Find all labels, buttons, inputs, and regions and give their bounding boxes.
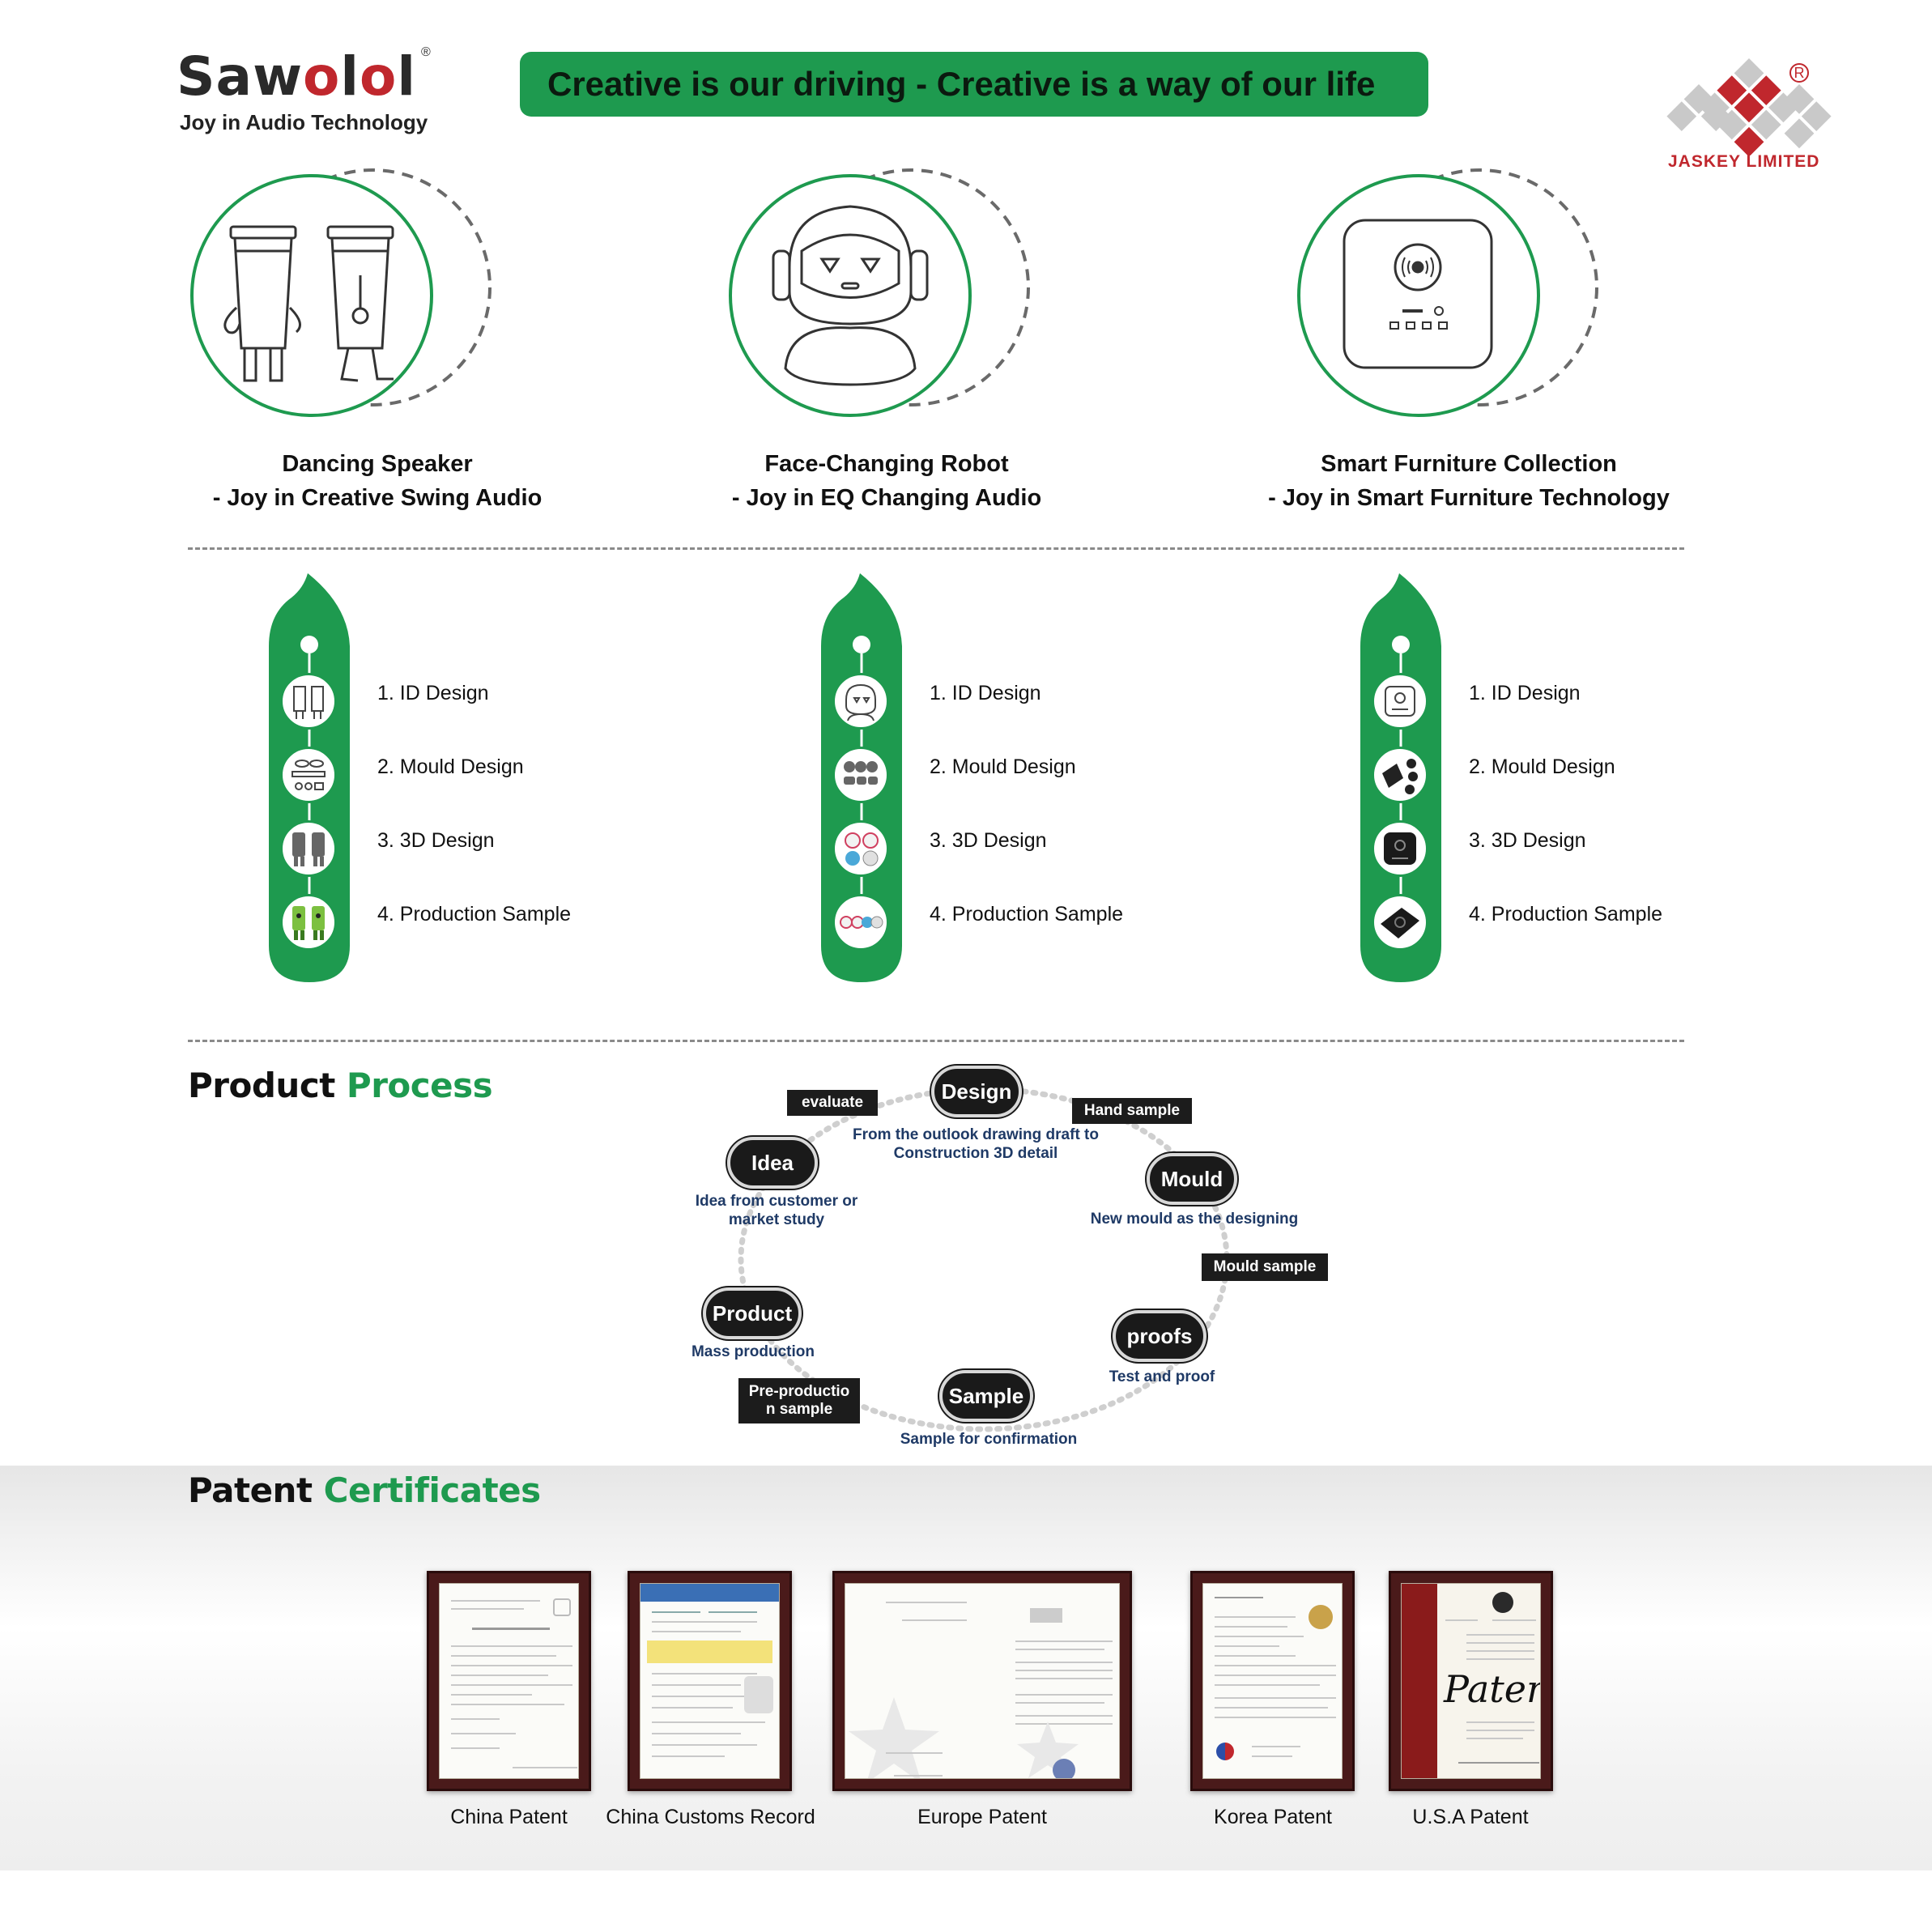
tag-hand-sample: Hand sample bbox=[1072, 1098, 1192, 1124]
certificate-paper bbox=[640, 1583, 780, 1779]
certificate-paper bbox=[845, 1583, 1120, 1779]
jaskey-registered-mark: R bbox=[1789, 63, 1809, 83]
sawolol-logo: Sawolol ® Joy in Audio Technology bbox=[177, 45, 444, 139]
stage-sample-desc: Sample for confirmation bbox=[900, 1431, 1078, 1448]
mould-design-thumbnail bbox=[832, 747, 889, 803]
tag-mould-sample: Mould sample bbox=[1202, 1253, 1328, 1281]
logo-tagline: Joy in Audio Technology bbox=[180, 110, 428, 134]
production-sample-thumbnail bbox=[832, 894, 889, 951]
product-caption-1: Dancing Speaker - Joy in Creative Swing … bbox=[134, 447, 620, 515]
korea-patent-label: Korea Patent bbox=[1214, 1806, 1332, 1828]
id-design-thumbnail bbox=[280, 673, 337, 730]
product-caption-2: Face-Changing Robot - Joy in EQ Changing… bbox=[644, 447, 1130, 515]
step-mould-design: 2. Mould Design bbox=[930, 755, 1076, 778]
product-subtitle: - Joy in EQ Changing Audio bbox=[731, 485, 1042, 511]
dev-steps-list-3: 1. ID Design 2. Mould Design 3. 3D Desig… bbox=[1469, 672, 1744, 947]
mould-design-thumbnail bbox=[1372, 747, 1428, 803]
certificate-paper bbox=[1202, 1583, 1343, 1779]
certificate-paper: Patent bbox=[1401, 1583, 1541, 1779]
certificate-paper bbox=[439, 1583, 579, 1779]
europe-patent-certificate bbox=[832, 1571, 1132, 1791]
stage-sample: Sample bbox=[939, 1370, 1033, 1422]
step-3d-design: 3. 3D Design bbox=[377, 829, 495, 852]
stage-product-desc: Mass production bbox=[691, 1343, 815, 1360]
europe-patent-label: Europe Patent bbox=[917, 1806, 1047, 1828]
usa-patent-label: U.S.A Patent bbox=[1412, 1806, 1529, 1828]
product-title: Dancing Speaker bbox=[282, 451, 473, 477]
china-patent-label: China Patent bbox=[450, 1806, 568, 1828]
stage-mould: Mould bbox=[1147, 1153, 1237, 1205]
jaskey-diamond-icon bbox=[1666, 58, 1832, 157]
product-caption-3: Smart Furniture Collection - Joy in Smar… bbox=[1226, 447, 1712, 515]
section-divider bbox=[188, 547, 1684, 550]
stage-design: Design bbox=[931, 1066, 1022, 1117]
stage-proofs-desc: Test and proof bbox=[1109, 1368, 1215, 1385]
step-3d-design: 3. 3D Design bbox=[930, 829, 1047, 852]
stage-proofs: proofs bbox=[1113, 1310, 1206, 1362]
product-dancing-speaker bbox=[186, 162, 526, 421]
korea-patent-certificate bbox=[1190, 1571, 1355, 1791]
heading-dark: Product bbox=[188, 1066, 335, 1105]
product-process-heading: Product Process bbox=[188, 1066, 493, 1105]
dev-steps-pill-2 bbox=[819, 573, 925, 994]
step-production-sample: 4. Production Sample bbox=[930, 903, 1124, 926]
step-id-design: 1. ID Design bbox=[377, 682, 489, 704]
slogan-banner: Creative is our driving - Creative is a … bbox=[520, 52, 1428, 117]
china-customs-certificate bbox=[628, 1571, 792, 1791]
product-subtitle: - Joy in Creative Swing Audio bbox=[212, 485, 543, 511]
step-production-sample: 4. Production Sample bbox=[1469, 903, 1663, 926]
step-production-sample: 4. Production Sample bbox=[377, 903, 572, 926]
step-id-design: 1. ID Design bbox=[1469, 682, 1581, 704]
dev-steps-pill-3 bbox=[1359, 573, 1464, 994]
product-title: Smart Furniture Collection bbox=[1321, 451, 1617, 477]
stage-product: Product bbox=[703, 1287, 802, 1339]
production-sample-thumbnail bbox=[280, 894, 337, 951]
wireless-charger-illustration bbox=[1297, 168, 1598, 417]
heading-green: Certificates bbox=[323, 1470, 541, 1510]
robot-illustration bbox=[729, 168, 1030, 417]
mould-design-thumbnail bbox=[280, 747, 337, 803]
stage-mould-desc: New mould as the designing bbox=[1090, 1211, 1299, 1228]
tag-pre-production-sample: Pre-productio n sample bbox=[738, 1378, 860, 1423]
step-id-design: 1. ID Design bbox=[930, 682, 1041, 704]
dancing-speaker-illustration bbox=[190, 168, 492, 417]
tag-evaluate: evaluate bbox=[787, 1090, 878, 1116]
3d-design-thumbnail bbox=[832, 820, 889, 877]
product-smart-furniture bbox=[1293, 162, 1633, 421]
production-sample-thumbnail bbox=[1372, 894, 1428, 951]
product-face-changing-robot bbox=[725, 162, 1065, 421]
section-divider bbox=[188, 1040, 1684, 1042]
dev-steps-list-1: 1. ID Design 2. Mould Design 3. 3D Desig… bbox=[377, 672, 653, 947]
step-3d-design: 3. 3D Design bbox=[1469, 829, 1586, 852]
star-watermark-icon bbox=[849, 1697, 1079, 1778]
china-patent-certificate bbox=[427, 1571, 591, 1791]
dev-steps-pill-1 bbox=[267, 573, 372, 994]
patent-script-text: Patent bbox=[1444, 1667, 1540, 1711]
id-design-thumbnail bbox=[832, 673, 889, 730]
patent-certificates-heading: Patent Certificates bbox=[188, 1470, 541, 1510]
registered-mark: ® bbox=[421, 45, 431, 59]
slogan-text: Creative is our driving - Creative is a … bbox=[547, 65, 1376, 103]
jaskey-name: JASKEY LIMITED bbox=[1668, 152, 1820, 171]
dev-steps-list-2: 1. ID Design 2. Mould Design 3. 3D Desig… bbox=[930, 672, 1205, 947]
3d-design-thumbnail bbox=[280, 820, 337, 877]
usa-patent-certificate: Patent bbox=[1389, 1571, 1553, 1791]
step-mould-design: 2. Mould Design bbox=[377, 755, 524, 778]
stage-design-desc: From the outlook drawing draft to Constr… bbox=[853, 1126, 1099, 1162]
step-mould-design: 2. Mould Design bbox=[1469, 755, 1615, 778]
stage-idea-desc: Idea from customer or market study bbox=[695, 1193, 858, 1228]
logo-wordmark: Sawolol bbox=[177, 45, 416, 108]
product-subtitle: - Joy in Smart Furniture Technology bbox=[1268, 485, 1670, 511]
id-design-thumbnail bbox=[1372, 673, 1428, 730]
heading-dark: Patent bbox=[188, 1470, 313, 1510]
3d-design-thumbnail bbox=[1372, 820, 1428, 877]
jaskey-logo: R JASKEY LIMITED bbox=[1652, 50, 1846, 180]
process-cycle-diagram: Design From the outlook drawing draft to… bbox=[664, 1053, 1393, 1458]
product-title: Face-Changing Robot bbox=[764, 451, 1009, 477]
heading-green: Process bbox=[346, 1066, 493, 1105]
stage-idea: Idea bbox=[727, 1137, 818, 1189]
china-customs-label: China Customs Record bbox=[606, 1806, 815, 1828]
